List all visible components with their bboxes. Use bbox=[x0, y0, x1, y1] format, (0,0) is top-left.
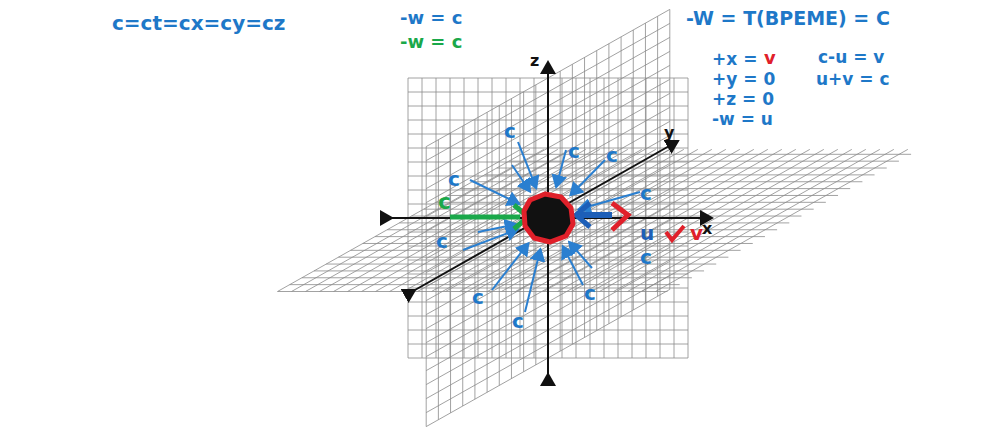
inward-arrow bbox=[478, 224, 517, 232]
horizontal-grid-plane bbox=[278, 149, 912, 291]
green-arrow bbox=[450, 215, 520, 220]
inward-arrow bbox=[570, 160, 605, 195]
grid-line bbox=[572, 149, 824, 291]
formula-label: c bbox=[640, 182, 652, 204]
axis-lines bbox=[392, 62, 712, 374]
grid-line bbox=[488, 149, 740, 291]
formula-label: v bbox=[690, 222, 703, 244]
grid-line bbox=[614, 149, 866, 291]
red-check bbox=[666, 226, 684, 240]
formula-label: +x = bbox=[712, 50, 757, 69]
red-chevron bbox=[612, 203, 628, 230]
y-axis bbox=[415, 141, 678, 290]
formula-label: c bbox=[512, 310, 524, 332]
formula-label: -w = c bbox=[400, 8, 462, 28]
formula-label: +y = 0 bbox=[712, 70, 775, 89]
grid-line bbox=[642, 149, 894, 291]
grid-line bbox=[586, 149, 838, 291]
formula-label: +z = 0 bbox=[712, 90, 774, 109]
formula-label: u bbox=[640, 222, 654, 244]
inward-arrows bbox=[463, 142, 640, 312]
formula-label: c bbox=[438, 190, 451, 214]
grid-line bbox=[656, 149, 908, 291]
axis-label: z bbox=[530, 52, 539, 70]
inward-arrow bbox=[492, 243, 528, 290]
central-body bbox=[524, 194, 573, 242]
formula-label: -w = c bbox=[400, 32, 462, 52]
inward-arrow bbox=[569, 242, 592, 268]
inward-arrow bbox=[463, 229, 518, 250]
grid-planes bbox=[278, 9, 912, 426]
inward-arrow bbox=[556, 150, 566, 187]
formula-label: v bbox=[764, 48, 776, 68]
grid-line bbox=[600, 149, 852, 291]
axis-label: x bbox=[702, 220, 712, 238]
formula-label: c bbox=[568, 140, 580, 162]
formula-label: -W = T(ВРЕМЕ) = C bbox=[686, 8, 890, 29]
blue-arrowhead bbox=[576, 203, 590, 227]
inward-arrow bbox=[525, 249, 540, 312]
grid-line bbox=[411, 216, 801, 217]
grid-line bbox=[628, 149, 880, 291]
formula-label: c=ct=cx=cy=cz bbox=[112, 12, 285, 34]
formula-label: c-u = v bbox=[818, 48, 884, 67]
formula-label: c bbox=[448, 168, 460, 190]
formula-label: -w = u bbox=[712, 110, 773, 129]
grid-line bbox=[516, 149, 768, 291]
formula-label: u+v = c bbox=[816, 70, 890, 89]
inward-arrow bbox=[512, 165, 530, 192]
blue-arrow bbox=[580, 212, 612, 218]
inward-arrow bbox=[563, 246, 583, 285]
formula-label: c bbox=[504, 120, 516, 142]
inward-arrow bbox=[518, 142, 536, 188]
grid-line bbox=[558, 149, 810, 291]
inward-arrow bbox=[470, 180, 519, 204]
formula-label: c bbox=[640, 246, 652, 268]
formula-label: c bbox=[472, 286, 484, 308]
formula-label: c bbox=[436, 230, 448, 252]
formula-label: c bbox=[606, 144, 618, 166]
axis-label: y bbox=[664, 124, 674, 142]
formula-label: c bbox=[584, 282, 596, 304]
grid-line bbox=[502, 149, 754, 291]
